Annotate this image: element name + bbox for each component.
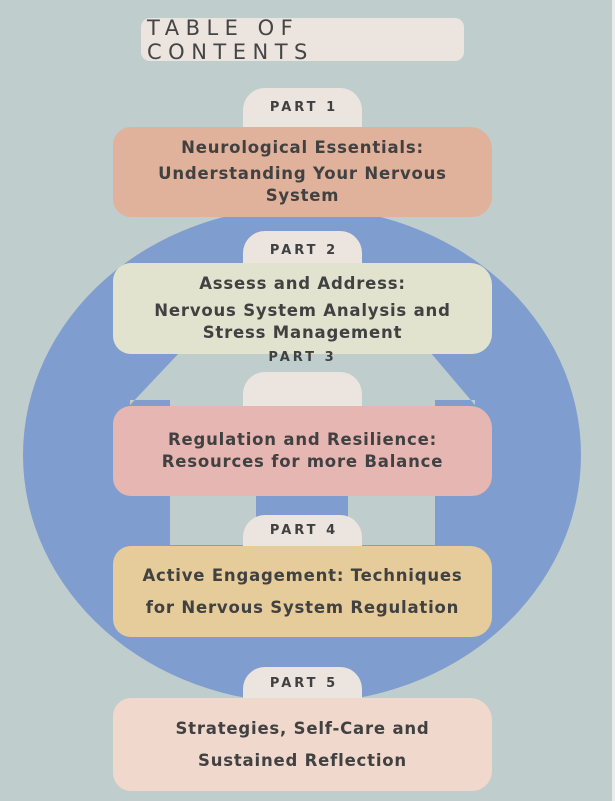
part-2-title-line: Assess and Address:	[199, 274, 406, 293]
part-5-title-line: Strategies, Self-Care and	[175, 718, 430, 738]
part-4-card[interactable]: Active Engagement: Techniques for Nervou…	[113, 546, 492, 637]
part-4-title-line: for Nervous System Regulation	[145, 597, 460, 617]
part-1-title-line: System	[265, 186, 340, 205]
part-3-title-line: Regulation and Resilience:	[167, 430, 438, 449]
part-4-title-line: Active Engagement: Techniques	[142, 565, 463, 585]
part-4-label: PART 4	[269, 523, 339, 538]
part-1-title-line: Neurological Essentials:	[181, 138, 424, 157]
page-title: TABLE OF CONTENTS	[147, 15, 314, 64]
page-edge	[612, 0, 615, 801]
part-2-label: PART 2	[269, 243, 339, 258]
part-5-card[interactable]: Strategies, Self-Care and Sustained Refl…	[113, 698, 492, 791]
part-1-title-line: Understanding Your Nervous	[158, 164, 447, 183]
part-3-title-line: Resources for more Balance	[161, 452, 444, 471]
part-5-label-pill: PART 5	[243, 667, 362, 698]
part-2-title-line: Stress Management	[202, 323, 403, 342]
part-1-card[interactable]: Neurological Essentials: Understanding Y…	[113, 127, 492, 217]
part-3-card[interactable]: Regulation and Resilience: Resources for…	[113, 406, 492, 496]
part-3-label: PART 3	[268, 350, 337, 365]
part-5-title-line: Sustained Reflection	[198, 750, 407, 770]
part-3-label-pill	[243, 372, 362, 406]
part-2-card[interactable]: Assess and Address: Nervous System Analy…	[113, 263, 492, 354]
part-1-label: PART 1	[269, 100, 339, 115]
title-banner: TABLE OF CONTENTS	[141, 15, 464, 64]
part-4-label-pill: PART 4	[243, 515, 362, 546]
part-2-title-line: Nervous System Analysis and	[154, 301, 451, 320]
part-5-label: PART 5	[269, 676, 339, 691]
part-1-label-pill: PART 1	[243, 88, 362, 132]
